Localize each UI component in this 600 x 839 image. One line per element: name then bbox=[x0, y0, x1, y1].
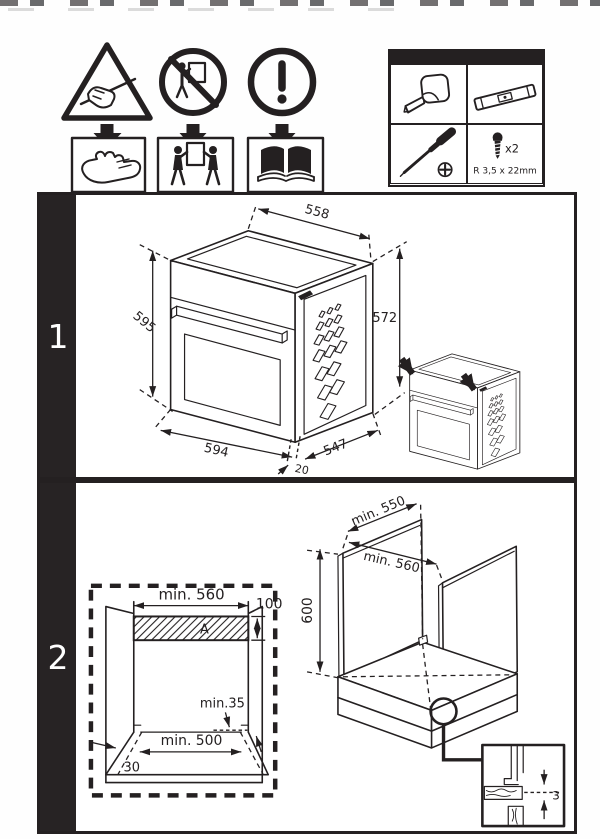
oven-lift-points-drawing bbox=[397, 353, 521, 470]
lift-arrow-icon bbox=[459, 372, 478, 392]
scan-artifact bbox=[0, 0, 600, 6]
dim-bottom-width: min. 500 bbox=[139, 733, 242, 756]
wear-gloves-box bbox=[70, 136, 147, 194]
svg-text:547: 547 bbox=[321, 437, 349, 460]
svg-text:572: 572 bbox=[372, 311, 397, 326]
screws-cell: x2 R 3,5 x 22mm bbox=[466, 124, 543, 184]
down-arrow-icon bbox=[179, 124, 207, 148]
person-right-icon bbox=[202, 146, 221, 186]
screw-icon bbox=[492, 132, 503, 159]
lift-arrow-icon bbox=[397, 356, 416, 376]
dim-cutout-width: min. 560 bbox=[133, 586, 249, 610]
dim-top-width: 558 bbox=[247, 202, 408, 263]
carry-two-people-box bbox=[156, 136, 235, 194]
dim-side-clearance: 30 bbox=[89, 741, 140, 776]
screwdriver-cell bbox=[390, 124, 467, 184]
safety-pictograms bbox=[61, 42, 325, 194]
svg-text:min.35: min.35 bbox=[200, 696, 245, 711]
cutout-front-view bbox=[105, 600, 270, 784]
detail-gap-label: 3 bbox=[552, 788, 560, 802]
dim-cabinet-height: 600 bbox=[300, 549, 339, 679]
spirit-level-cell bbox=[466, 64, 543, 124]
step-1-number: 1 bbox=[40, 195, 76, 477]
attention-icon bbox=[247, 47, 317, 117]
svg-text:594: 594 bbox=[203, 441, 230, 461]
svg-text:595: 595 bbox=[130, 309, 159, 336]
dim-rear-clearance: min.35 bbox=[200, 696, 263, 753]
svg-text:558: 558 bbox=[303, 202, 331, 223]
oven-isometric-drawing bbox=[169, 229, 374, 444]
person-left-icon bbox=[170, 146, 189, 186]
no-carry-by-door-icon bbox=[159, 48, 227, 116]
read-manual-box bbox=[246, 136, 325, 194]
dim-left-height: 595 bbox=[130, 244, 173, 413]
phillips-screwdriver-icon bbox=[399, 127, 457, 178]
down-arrow-icon bbox=[268, 124, 296, 148]
cabinet-cutout-drawing: min. 560 100 A min.35 min. 500 bbox=[88, 493, 566, 828]
screw-spec-label: R 3,5 x 22mm bbox=[473, 166, 537, 176]
dim-door-protrusion: 20 bbox=[277, 436, 310, 477]
tape-measure-icon bbox=[403, 73, 451, 114]
detail-callout: 3 bbox=[429, 697, 566, 828]
down-arrow-icon bbox=[93, 124, 122, 148]
oven-dimensions-drawing: 558 572 595 594 bbox=[130, 202, 521, 477]
svg-text:100: 100 bbox=[256, 597, 283, 613]
step-1-section: 1 bbox=[37, 192, 577, 480]
detail-cross-section: 3 bbox=[483, 745, 562, 827]
cutout-dashed-frame bbox=[88, 583, 278, 798]
sharp-edge-warning-icon bbox=[61, 42, 153, 121]
tools-table-header bbox=[390, 51, 543, 64]
step-2-section: 2 bbox=[37, 480, 577, 834]
svg-text:min. 560: min. 560 bbox=[158, 586, 224, 604]
scan-artifact-2 bbox=[8, 8, 428, 11]
strip-label: A bbox=[200, 622, 209, 637]
filler-strip-A bbox=[132, 615, 250, 642]
screw-qty-label: x2 bbox=[505, 142, 519, 156]
svg-text:20: 20 bbox=[294, 462, 310, 477]
svg-text:min. 500: min. 500 bbox=[161, 733, 223, 749]
spirit-level-icon bbox=[473, 83, 536, 111]
dim-front-width: 594 bbox=[153, 409, 293, 461]
svg-text:600: 600 bbox=[300, 597, 316, 623]
dim-strip-height: 100 bbox=[251, 597, 283, 641]
dim-right-height: 572 bbox=[372, 248, 406, 415]
svg-text:30: 30 bbox=[124, 761, 140, 776]
step-2-number: 2 bbox=[40, 483, 76, 831]
tape-measure-cell bbox=[390, 64, 467, 124]
required-tools-table: x2 R 3,5 x 22mm bbox=[388, 49, 545, 187]
